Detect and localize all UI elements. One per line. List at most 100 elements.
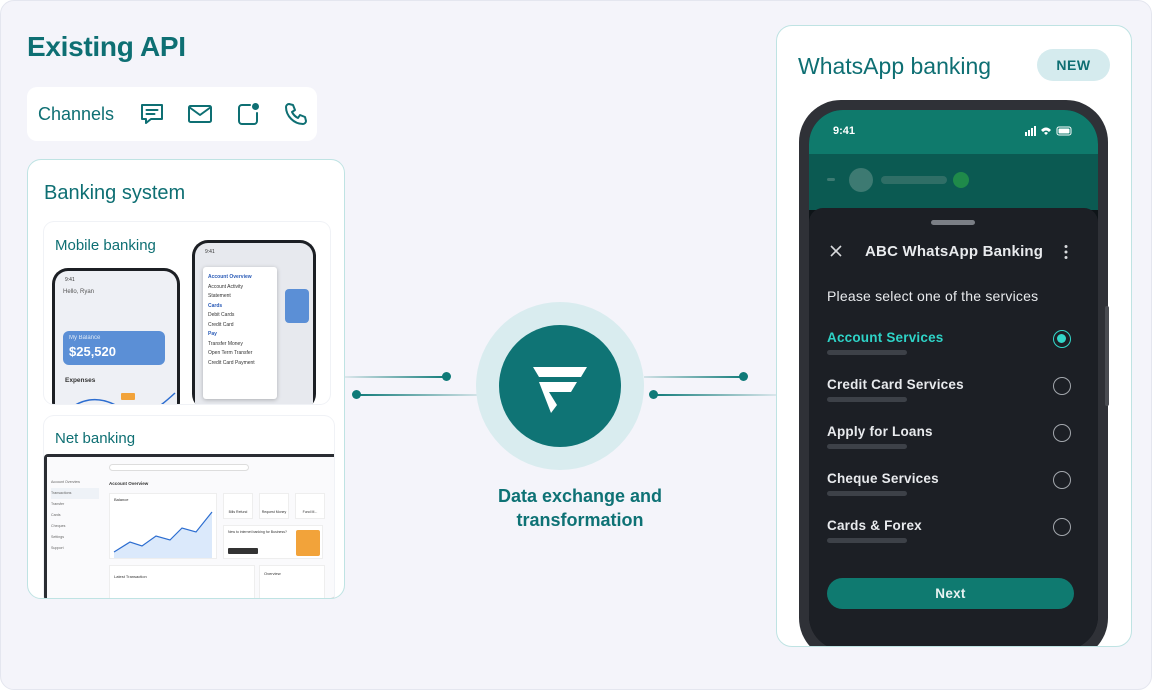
service-option-cards-forex[interactable]: Cards & Forex [827, 518, 1080, 558]
nb-search-bar [109, 464, 249, 471]
app-notification-icon [234, 100, 262, 128]
net-banking-panel: Net banking Account Overview Account Ove… [44, 416, 334, 598]
service-option-cheque-services[interactable]: Cheque Services [827, 471, 1080, 511]
nb-sidebar-item: Transactions [51, 488, 99, 499]
service-option-subtext-placeholder [827, 350, 907, 355]
service-option-label: Cards & Forex [827, 518, 922, 533]
banking-system-title: Banking system [44, 182, 186, 204]
banking-system-card: Banking system Mobile banking 9:41 Hello… [27, 159, 345, 599]
service-option-subtext-placeholder [827, 491, 907, 496]
next-button[interactable]: Next [827, 578, 1074, 609]
expenses-label: Expenses [65, 377, 96, 384]
service-option-apply-for-loans[interactable]: Apply for Loans [827, 424, 1080, 464]
nb-quick-action: Bills Refund [223, 493, 253, 519]
phone-side-button [1105, 306, 1109, 406]
mini-status-time: 9:41 [65, 277, 75, 283]
phone-icon [282, 100, 310, 128]
contact-name-placeholder [881, 176, 947, 184]
sheet-grabber[interactable] [931, 220, 975, 225]
hub-logo [499, 325, 621, 447]
menu-item: Statement [208, 293, 231, 299]
service-option-subtext-placeholder [827, 538, 907, 543]
whatsapp-banking-title: WhatsApp banking [798, 53, 992, 79]
channels-bar: Channels [27, 87, 317, 141]
nb-overview-label: Overview [264, 571, 281, 576]
close-icon[interactable] [829, 244, 843, 258]
phone-screen: 9:41 ABC WhatsApp Banking [809, 110, 1098, 646]
nb-sidebar: Account Overview Transactions Transfer C… [51, 477, 99, 554]
phone-mockup: 9:41 ABC WhatsApp Banking [799, 100, 1108, 646]
mini-card-peek [285, 289, 309, 323]
balance-value: $25,520 [69, 344, 116, 359]
hub-label-line1: Data exchange and [497, 486, 663, 506]
sheet-title: ABC WhatsApp Banking [865, 243, 1044, 260]
nb-balance-chart [113, 511, 213, 558]
menu-item: Transfer Money [208, 340, 243, 347]
service-option-account-services[interactable]: Account Services [827, 330, 1080, 370]
balance-card: My Balance $25,520 [63, 331, 165, 365]
connector-dot [442, 372, 451, 381]
nb-overview-widget: Overview [259, 565, 325, 598]
nb-latest-widget: Latest Transaction [109, 565, 255, 598]
channels-label: Channels [38, 103, 115, 124]
mobile-banking-panel: Mobile banking 9:41 Hello, Ryan My Balan… [44, 222, 330, 404]
radio-selected[interactable] [1053, 330, 1071, 348]
connector-dot [739, 372, 748, 381]
verified-icon [953, 172, 969, 188]
net-banking-screen: Account Overview Account Overview Transa… [44, 454, 334, 598]
service-option-label: Apply for Loans [827, 424, 933, 439]
nb-quick-action: Request Money [259, 493, 289, 519]
status-icons [1025, 126, 1072, 136]
radio-unselected[interactable] [1053, 518, 1071, 536]
menu-item: Credit Card [208, 321, 234, 328]
nb-sidebar-item: Account Overview [51, 480, 80, 484]
menu-item: Account Activity [208, 283, 244, 290]
connector-dot [649, 390, 658, 399]
service-option-credit-card-services[interactable]: Credit Card Services [827, 377, 1080, 417]
connector-left-upper [345, 376, 447, 378]
brand-logo-icon [533, 367, 587, 413]
nb-promo-button [228, 548, 258, 554]
hub-label: Data exchange and transformation [471, 484, 689, 532]
hub-label-line2: transformation [516, 510, 644, 530]
nb-sidebar-item: Transfer [51, 502, 65, 506]
nb-balance-label: Balance [114, 497, 129, 502]
menu-item: Debit Cards [208, 312, 235, 318]
nb-page-title: Account Overview [109, 481, 149, 486]
nb-sidebar-item: Settings [51, 535, 64, 539]
menu-item: Credit Card Payment [208, 359, 255, 366]
status-time: 9:41 [833, 125, 856, 137]
expenses-chart-line [75, 392, 176, 404]
radio-unselected[interactable] [1053, 471, 1071, 489]
nb-sidebar-item: Cards [51, 513, 61, 517]
more-options-icon[interactable] [1061, 244, 1071, 260]
whatsapp-banking-card: WhatsApp banking NEW 9:41 [776, 25, 1132, 647]
connector-left-lower [357, 394, 477, 396]
connector-right-lower [653, 394, 777, 396]
balance-label: My Balance [69, 335, 101, 341]
service-option-subtext-placeholder [827, 444, 907, 449]
connector-dot [352, 390, 361, 399]
avatar [849, 168, 873, 192]
service-prompt: Please select one of the services [827, 288, 1039, 304]
mobile-app-phone-menu: 9:41 Account Overview Account Activity S… [192, 240, 316, 404]
mail-icon [186, 100, 214, 128]
service-option-subtext-placeholder [827, 397, 907, 402]
nb-quick-action: Fund M... [295, 493, 325, 519]
mobile-banking-caption: Mobile banking [55, 237, 156, 254]
radio-unselected[interactable] [1053, 424, 1071, 442]
nb-promo-widget: New to internet banking for Business? [223, 525, 323, 559]
mobile-app-phone-home: 9:41 Hello, Ryan My Balance $25,520 Expe… [52, 268, 180, 404]
radio-unselected[interactable] [1053, 377, 1071, 395]
new-badge: NEW [1037, 49, 1110, 81]
connector-right-upper [644, 376, 746, 378]
service-option-label: Credit Card Services [827, 377, 964, 392]
nb-sidebar-item: Cheques [51, 524, 66, 528]
nb-promo-title: New to internet banking for Business? [228, 530, 287, 534]
chat-icon [138, 100, 166, 128]
phone-status-bar: 9:41 [809, 110, 1098, 154]
menu-section-pay: Pay [208, 331, 217, 337]
nb-sidebar-item: Support [51, 546, 64, 550]
net-banking-caption: Net banking [55, 430, 136, 447]
